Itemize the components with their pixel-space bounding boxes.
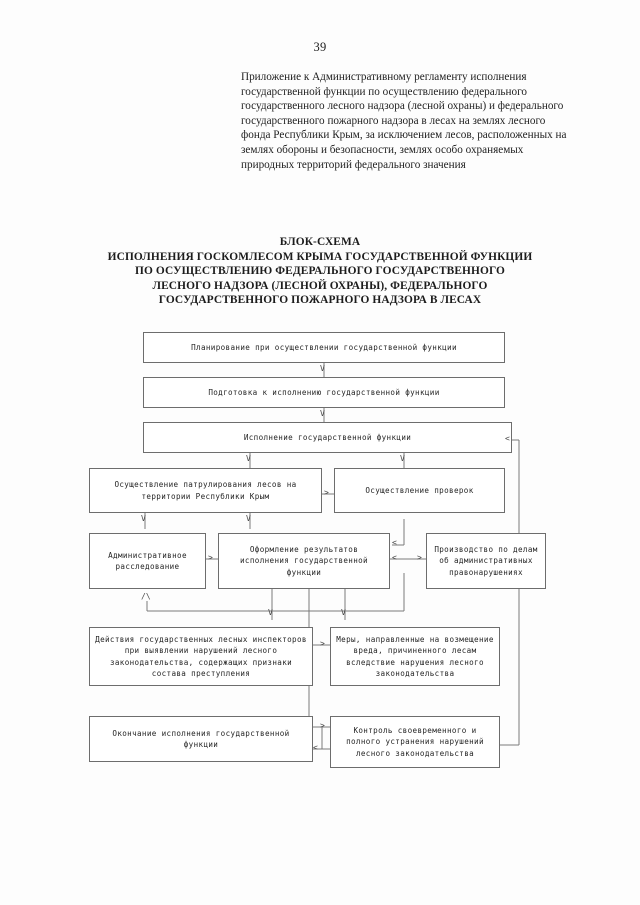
title-line-3: ПО ОСУЩЕСТВЛЕНИЮ ФЕДЕРАЛЬНОГО ГОСУДАРСТВ… [135, 265, 505, 278]
node-inspections[interactable]: Осуществление проверок [334, 468, 505, 513]
node-proceedings-label: Производство по делам об административны… [434, 544, 538, 577]
arrow-right-investigation-documentation: > [208, 553, 213, 562]
arrow-down-patrol-documentation: V [246, 514, 251, 523]
arrow-left-inspections-documentation: < [392, 538, 397, 547]
document-title: БЛОК-СХЕМА ИСПОЛНЕНИЯ ГОСКОМЛЕСОМ КРЫМА … [40, 235, 600, 308]
node-damage-measures[interactable]: Меры, направленные на возмещение вреда, … [330, 627, 500, 686]
arrow-down-execution-inspections: V [400, 454, 405, 463]
node-inspector-acts-label: Действия государственных лесных инспекто… [95, 634, 307, 678]
arrow-left-proceedings-documentation: < [392, 553, 397, 562]
node-investigation[interactable]: Административное расследование [89, 533, 206, 589]
arrow-left-control-execution: < [505, 434, 510, 443]
title-line-5: ГОСУДАРСТВЕННОГО ПОЖАРНОГО НАДЗОРА В ЛЕС… [158, 294, 482, 307]
node-inspections-label: Осуществление проверок [365, 485, 474, 495]
node-control[interactable]: Контроль своевременного и полного устран… [330, 716, 500, 768]
arrow-up-feedback-investigation: /\ [141, 592, 151, 601]
node-proceedings[interactable]: Производство по делам об административны… [426, 533, 546, 589]
title-line-2: ИСПОЛНЕНИЯ ГОСКОМЛЕСОМ КРЫМА ГОСУДАРСТВЕ… [107, 250, 533, 263]
node-planning-label: Планирование при осуществлении государст… [191, 342, 457, 352]
node-inspector-acts[interactable]: Действия государственных лесных инспекто… [89, 627, 313, 686]
node-patrol-label: Осуществление патрулирования лесов на те… [114, 480, 297, 501]
node-completion-label: Окончание исполнения государственной фун… [112, 728, 290, 749]
appendix-note: Приложение к Административному регламент… [241, 71, 567, 171]
node-investigation-label: Административное расследование [108, 550, 187, 571]
arrow-right-completion-control: > [320, 721, 325, 730]
node-damage-measures-label: Меры, направленные на возмещение вреда, … [336, 634, 494, 678]
node-preparation[interactable]: Подготовка к исполнению государственной … [143, 377, 505, 408]
node-completion[interactable]: Окончание исполнения государственной фун… [89, 716, 313, 762]
arrow-right-documentation-proceedings: > [417, 553, 422, 562]
arrow-right-inspector-acts-damage-measures: > [320, 639, 325, 648]
title-line-4: ЛЕСНОГО НАДЗОРА (ЛЕСНОЙ ОХРАНЫ), ФЕДЕРАЛ… [152, 279, 488, 292]
node-execution-label: Исполнение государственной функции [243, 432, 412, 442]
node-planning[interactable]: Планирование при осуществлении государст… [143, 332, 505, 363]
node-documentation[interactable]: Оформление результатов исполнения госуда… [218, 533, 390, 589]
page-number: 39 [313, 40, 327, 54]
node-documentation-label: Оформление результатов исполнения госуда… [240, 544, 368, 577]
node-execution[interactable]: Исполнение государственной функции [143, 422, 512, 453]
arrow-down-planning-preparation: V [320, 364, 325, 373]
arrow-down-execution-patrol: V [246, 454, 251, 463]
arrow-down-documentation-damage-measures: V [341, 608, 346, 617]
arrow-down-preparation-execution: V [320, 409, 325, 418]
arrow-down-patrol-investigation: V [141, 514, 146, 523]
node-control-label: Контроль своевременного и полного устран… [346, 725, 484, 758]
node-patrol[interactable]: Осуществление патрулирования лесов на те… [89, 468, 322, 513]
arrow-left-control-completion: < [313, 743, 318, 752]
title-line-1: БЛОК-СХЕМА [279, 236, 361, 248]
arrow-right-patrol-inspections: > [324, 488, 329, 497]
arrow-down-documentation-inspector-acts: V [268, 608, 273, 617]
node-preparation-label: Подготовка к исполнению государственной … [208, 387, 440, 397]
